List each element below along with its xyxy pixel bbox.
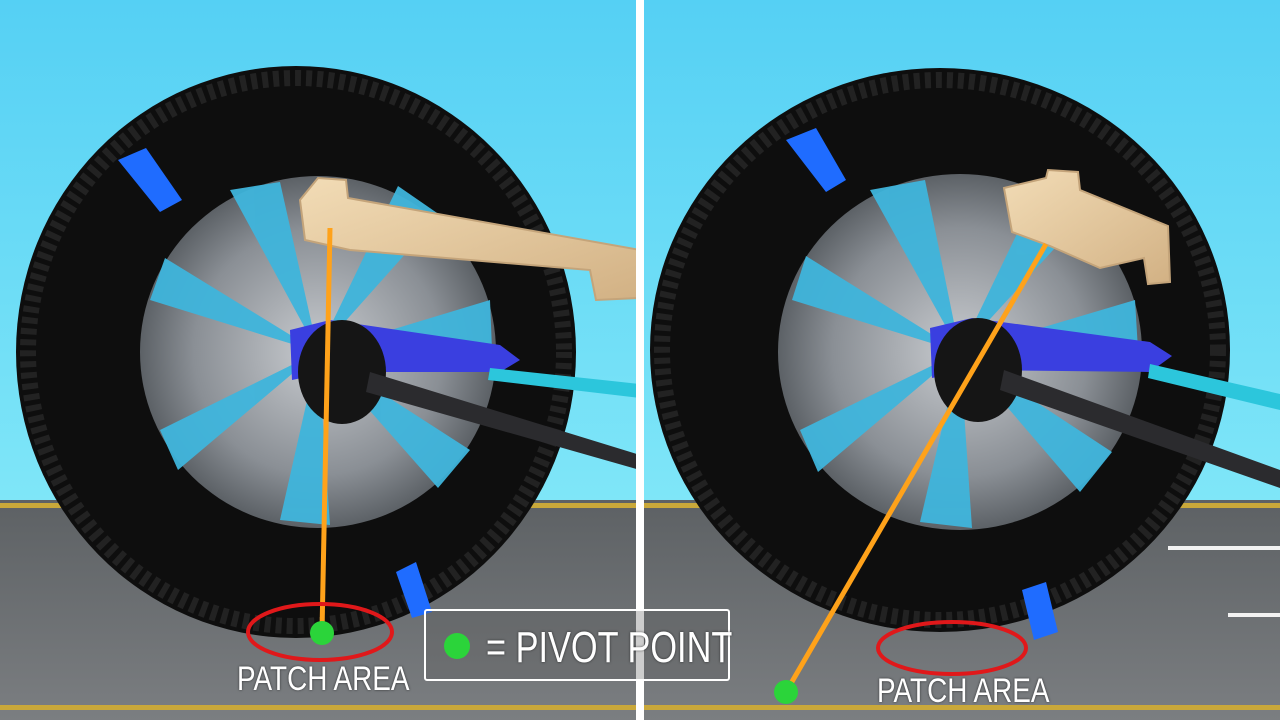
right-drive-shaft [1000,370,1280,488]
left-road-bottom-line [0,705,640,710]
left-hub [298,320,386,424]
right-tire-marker-bottom [1022,582,1058,640]
right-road-lane-dash-2 [1228,613,1280,617]
left-pivot-point [310,621,334,645]
right-road-bottom-line [644,705,1280,710]
left-steering-axis [319,227,333,633]
right-patch-area-outline [876,620,1028,676]
left-tie-rod [488,368,640,398]
left-patch-area-outline [246,602,394,662]
left-patch-area-label: PATCH AREA [237,660,410,698]
left-tire-marker-bottom [396,562,432,618]
left-tire-tread [20,70,572,634]
right-knuckle [1002,168,1172,286]
pivot-point-legend-dot [444,633,470,659]
right-panel [644,0,1280,720]
pivot-point-legend-text: = PIVOT POINT [486,623,733,672]
right-tire-marker-top [786,128,846,192]
right-patch-area-label: PATCH AREA [877,672,1050,710]
right-tie-rod [1148,364,1280,410]
right-tire-tread [654,72,1226,628]
right-steering-axis [783,242,1049,694]
right-road-lane-dash-1 [1168,546,1280,550]
panel-divider [636,0,644,720]
pivot-point-legend: = PIVOT POINT [424,609,733,681]
left-tire-marker-top [118,148,182,212]
right-hub [934,318,1022,422]
right-pivot-point [774,680,798,704]
left-drive-shaft [366,372,640,470]
